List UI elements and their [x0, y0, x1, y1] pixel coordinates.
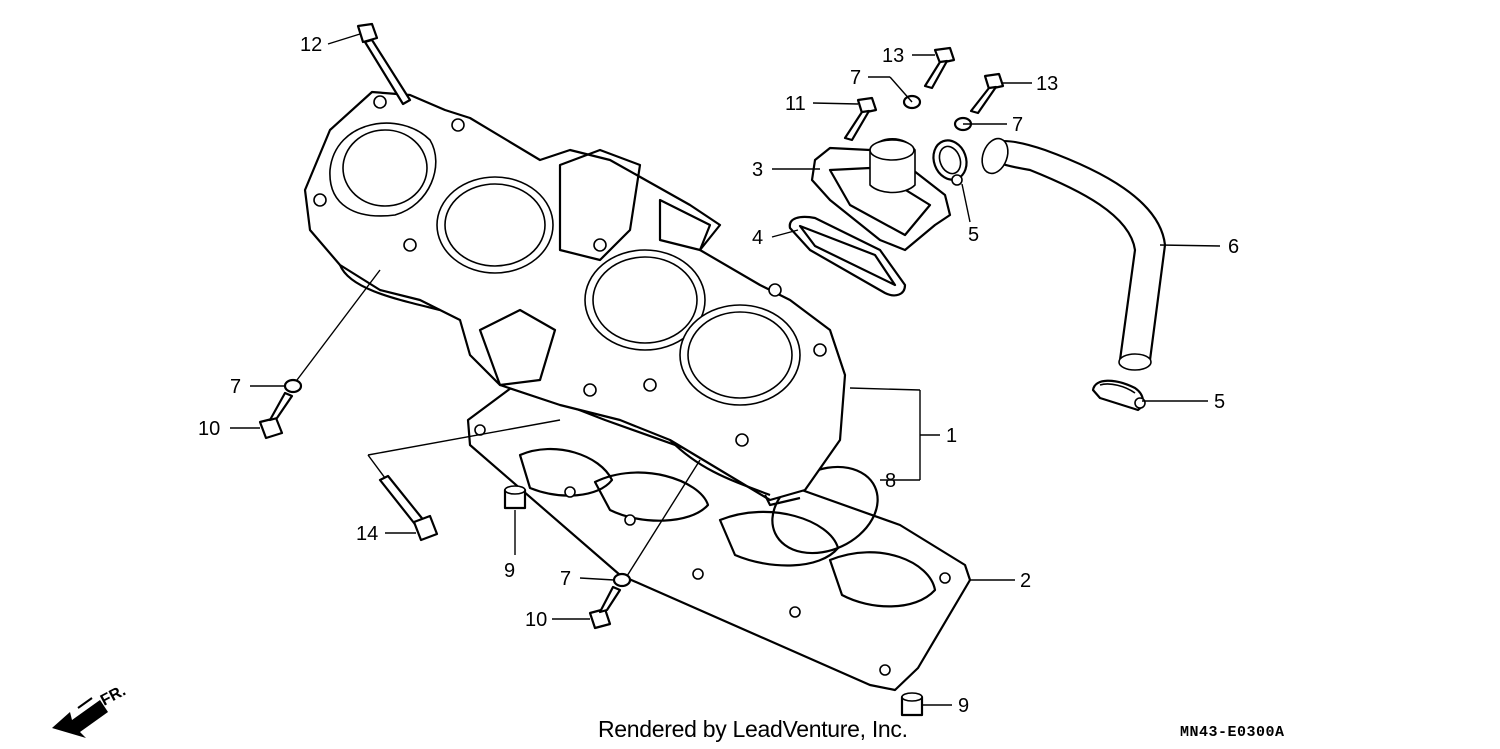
callout-9a: 9: [504, 560, 515, 582]
callout-7d: 7: [560, 568, 571, 590]
callout-8: 8: [885, 470, 896, 492]
dowel-pin-9b: [900, 692, 924, 717]
callout-12: 12: [300, 34, 322, 56]
bolt-12: [356, 22, 412, 106]
diagram-code: MN43-E0300A: [1180, 724, 1285, 741]
bolt-13-left: [923, 46, 956, 90]
callout-7b: 7: [1012, 114, 1023, 136]
callout-1: 1: [946, 425, 957, 447]
water-hose: [981, 137, 1167, 371]
callout-6: 6: [1228, 236, 1239, 258]
stud-bolt-14: [378, 474, 439, 542]
leader-lines: [230, 33, 1221, 706]
callout-13a: 13: [882, 45, 904, 67]
washer-7c: [283, 378, 303, 394]
housing-gasket: [788, 215, 907, 297]
callout-14: 14: [356, 523, 378, 545]
callout-10b: 10: [525, 609, 547, 631]
bolt-10-left: [258, 391, 294, 440]
front-direction-arrow: FR.: [52, 682, 129, 738]
bolt-11: [843, 96, 878, 142]
callout-7c: 7: [230, 376, 241, 398]
bolt-13-right: [969, 72, 1005, 115]
callout-10a: 10: [198, 418, 220, 440]
dowel-pin-9a: [503, 485, 527, 510]
callout-5b: 5: [1214, 391, 1225, 413]
callout-2: 2: [1020, 570, 1031, 592]
callout-3: 3: [752, 159, 763, 181]
hose-clamp-lower: [1091, 379, 1146, 412]
callout-11: 11: [785, 93, 806, 115]
bolt-10-bottom: [588, 585, 622, 630]
callout-4: 4: [752, 227, 763, 249]
callout-5a: 5: [968, 224, 979, 246]
cylinder-block: [303, 90, 847, 507]
callout-9b: 9: [958, 695, 969, 717]
callout-13b: 13: [1036, 73, 1058, 95]
callout-7a: 7: [850, 67, 861, 89]
hose-clamp-upper: [932, 139, 968, 186]
render-credit: Rendered by LeadVenture, Inc.: [598, 716, 908, 742]
thermostat-housing: [810, 137, 952, 252]
